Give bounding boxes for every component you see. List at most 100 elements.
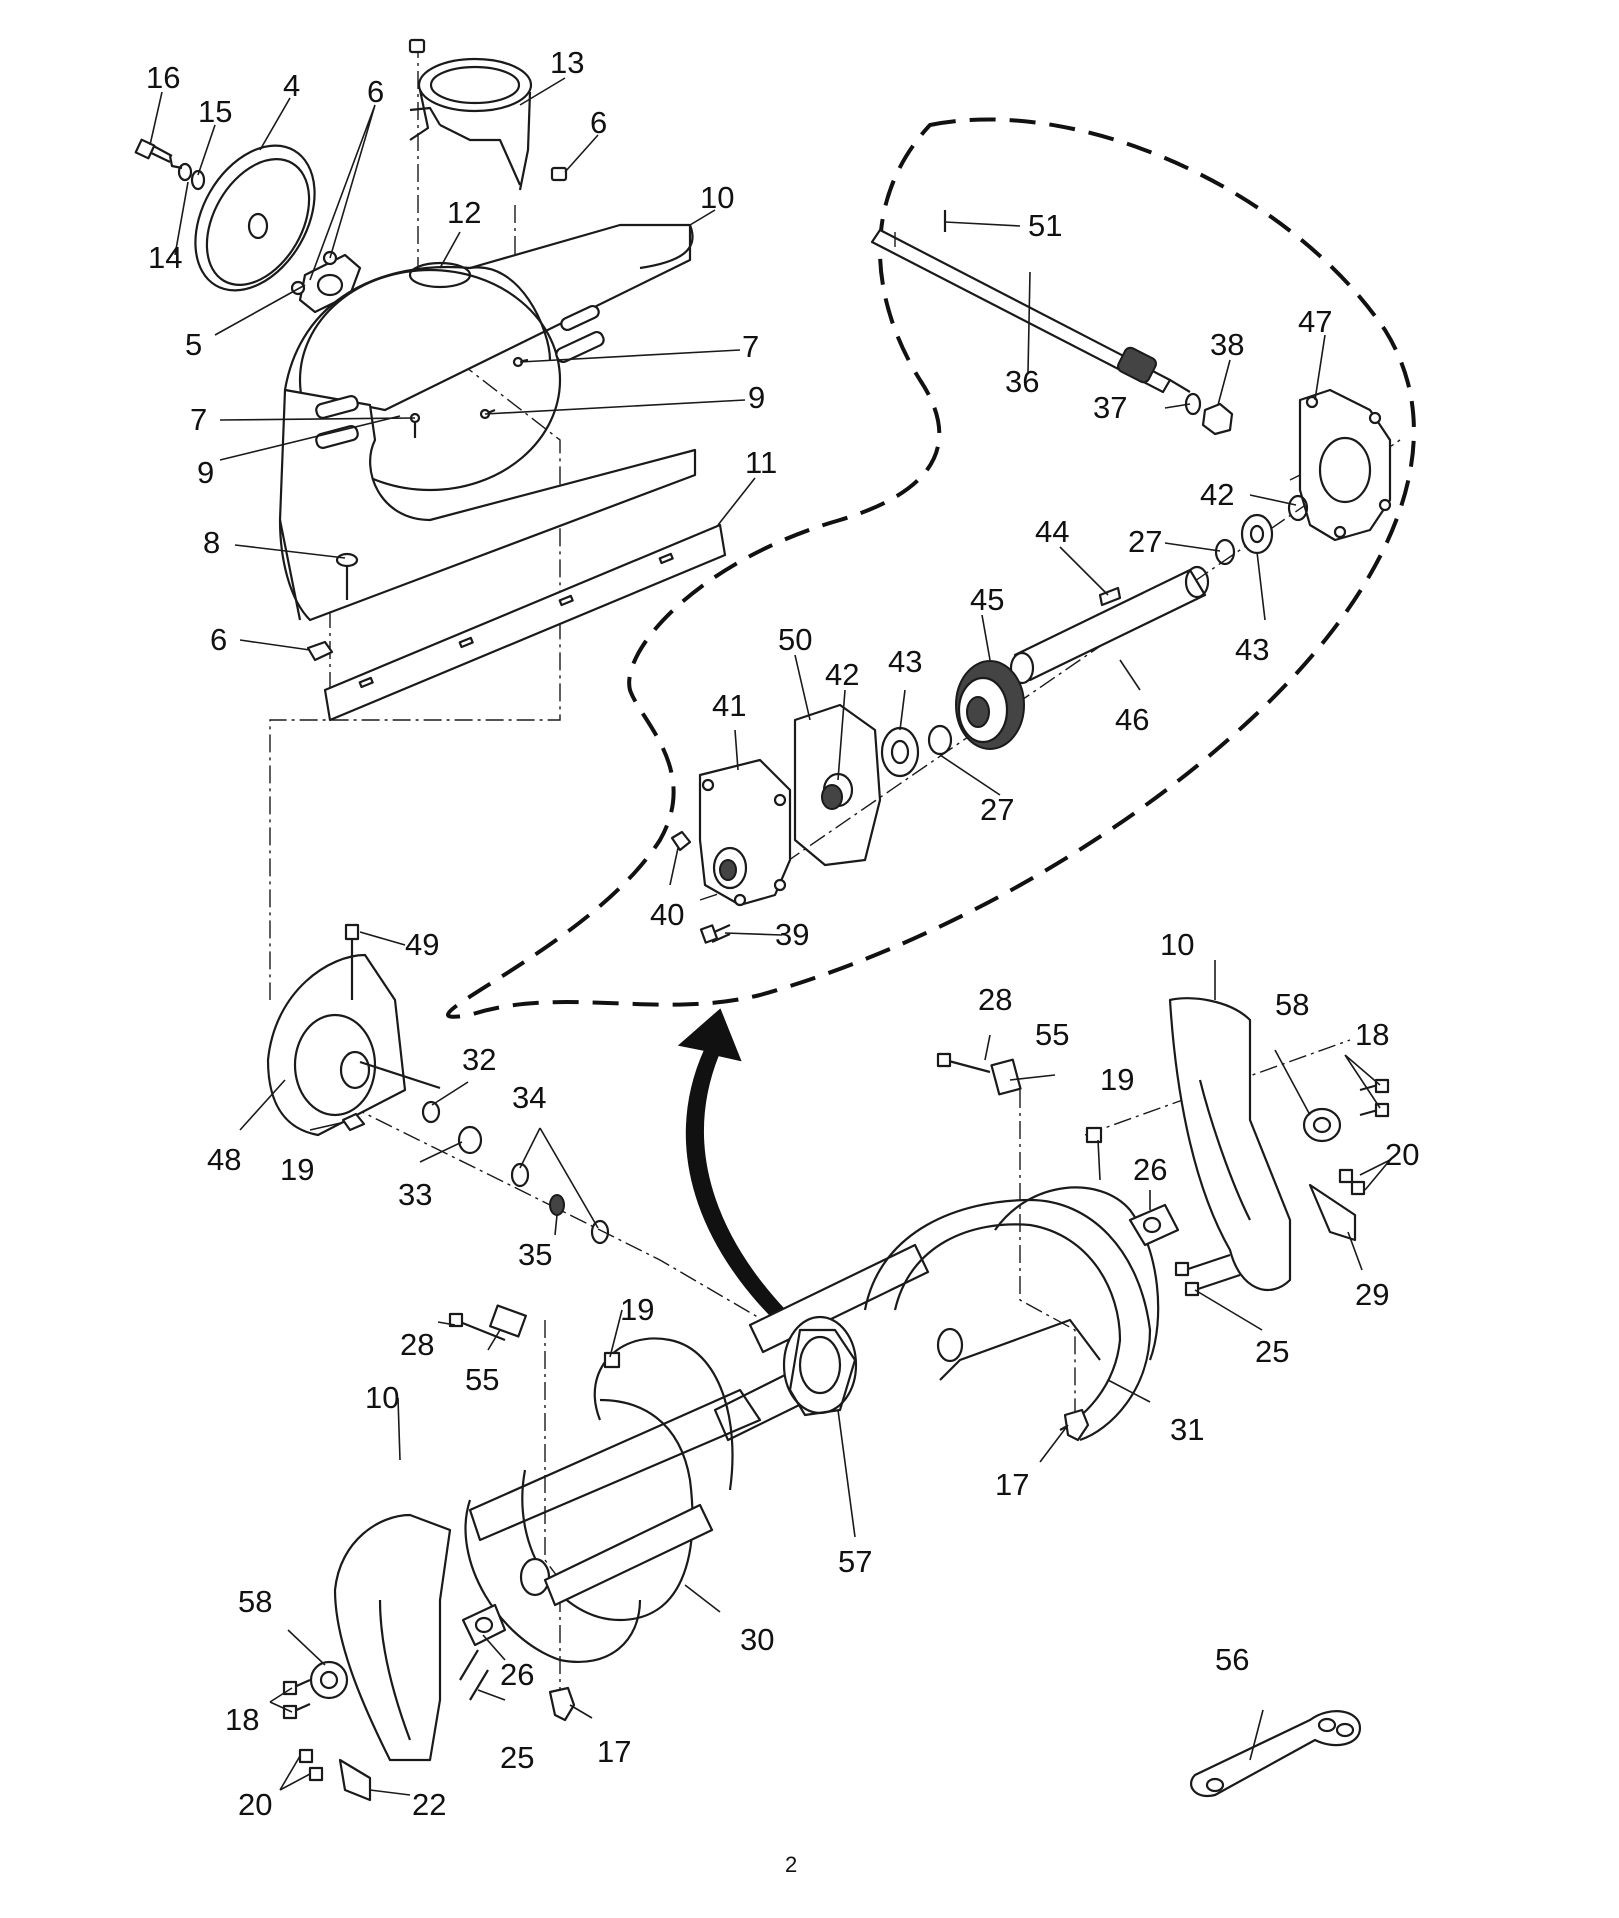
callout-13: 13 [550,45,584,80]
callout-50: 50 [778,622,812,657]
worm-shaft [870,210,1191,394]
pulley [194,144,316,292]
callout-19: 19 [280,1152,314,1187]
nut-right [550,166,568,182]
callout-55: 55 [1035,1017,1069,1052]
callout-17: 17 [995,1467,1029,1502]
callout-22: 22 [412,1787,446,1822]
gear-housing-left [698,758,792,907]
washer-nut-37-38 [1184,392,1234,436]
callout-29: 29 [1355,1277,1389,1312]
bearing-housing [266,923,441,1137]
auger-left [464,1337,762,1663]
carriage-bolt [306,552,359,662]
callout-20: 20 [238,1787,272,1822]
callout-25: 25 [1255,1334,1289,1369]
callout-7: 7 [190,402,207,437]
callout-58: 58 [238,1584,272,1619]
gear-housing-right [1298,388,1392,542]
callout-19: 19 [1100,1062,1134,1097]
callout-6: 6 [367,74,384,109]
shaft-washers [421,1100,610,1245]
callout-33: 33 [398,1177,432,1212]
left-bearings [880,724,953,778]
callout-15: 15 [198,94,232,129]
callout-20: 20 [1385,1137,1419,1172]
gasket [793,703,882,867]
callout-12: 12 [447,195,481,230]
callout-10: 10 [700,180,734,215]
callout-39: 39 [775,917,809,952]
callout-45: 45 [970,582,1004,617]
callout-27: 27 [980,792,1014,827]
callout-34: 34 [512,1080,546,1115]
callout-41: 41 [712,688,746,723]
callout-8: 8 [203,525,220,560]
callout-18: 18 [225,1702,259,1737]
callout-42: 42 [1200,477,1234,512]
callout-16: 16 [146,60,180,95]
callout-57: 57 [838,1544,872,1579]
callout-4: 4 [283,68,300,103]
callout-9: 9 [197,455,214,490]
auger-housing-top [278,223,697,622]
callout-26: 26 [500,1657,534,1692]
callout-37: 37 [1093,390,1127,425]
page-number: 2 [785,1852,797,1877]
callout-48: 48 [207,1142,241,1177]
callout-43: 43 [1235,632,1269,667]
side-plate-right [1168,997,1357,1292]
callout-56: 56 [1215,1642,1249,1677]
callout-17: 17 [597,1734,631,1769]
callout-7: 7 [742,329,759,364]
right-fasteners [936,1052,1390,1442]
callout-42: 42 [825,657,859,692]
callout-55: 55 [465,1362,499,1397]
nut-top [408,38,426,54]
detail-reference-arrow [677,1008,817,1352]
callout-38: 38 [1210,327,1244,362]
auger-gearbox [713,1243,930,1442]
callout-6: 6 [210,622,227,657]
callout-51: 51 [1028,208,1062,243]
worm-gear [955,660,1025,750]
callout-25: 25 [500,1740,534,1775]
gearbox-detail-boundary [446,117,1416,1019]
callout-19: 19 [620,1292,654,1327]
chute-base [409,57,533,191]
callout-28: 28 [978,982,1012,1017]
callout-28: 28 [400,1327,434,1362]
callout-31: 31 [1170,1412,1204,1447]
plug-and-bolt [670,830,731,944]
leader-lines [149,77,1391,1796]
callout-36: 36 [1005,364,1039,399]
callout-46: 46 [1115,702,1149,737]
callout-26: 26 [1133,1152,1167,1187]
pulley-bolt [134,138,206,191]
callout-labels: 16 4 15 6 13 6 10 14 12 5 7 7 9 9 11 8 6… [146,45,1419,1877]
callout-11: 11 [745,445,777,480]
callout-49: 49 [405,927,439,962]
callout-10: 10 [1160,927,1194,962]
callout-27: 27 [1128,524,1162,559]
callout-10: 10 [365,1380,399,1415]
callout-9: 9 [748,380,765,415]
callout-6: 6 [590,105,607,140]
side-plate-left [309,1513,452,1802]
callout-58: 58 [1275,987,1309,1022]
output-shaft [1009,565,1210,685]
callout-47: 47 [1298,304,1332,339]
auger-right [863,1186,1160,1442]
callout-43: 43 [888,644,922,679]
callout-44: 44 [1035,514,1069,549]
callout-35: 35 [518,1237,552,1272]
callout-30: 30 [740,1622,774,1657]
callout-32: 32 [462,1042,496,1077]
callout-14: 14 [148,240,182,275]
shear-bolt-wrench [1190,1710,1362,1798]
callout-40: 40 [650,897,684,932]
callout-5: 5 [185,327,202,362]
callout-18: 18 [1355,1017,1389,1052]
scraper-bar [323,523,727,722]
left-fasteners [282,1304,621,1782]
